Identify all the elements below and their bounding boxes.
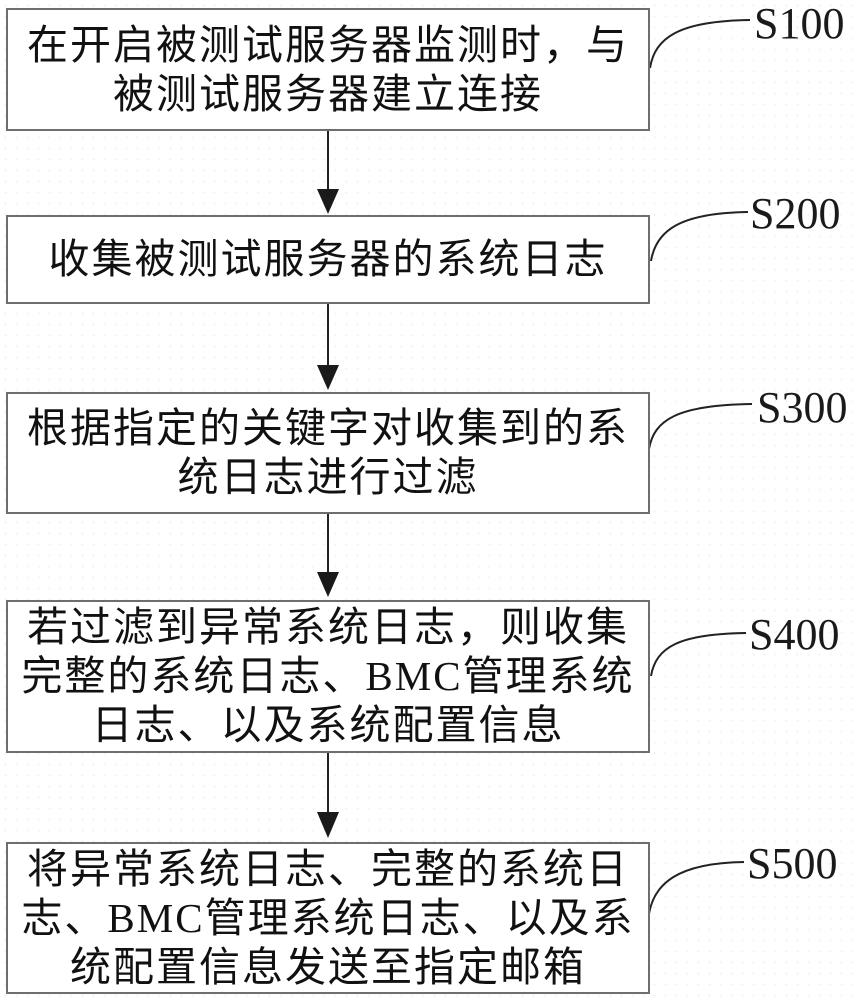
step-text-line: 被测试服务器建立连接 [113, 70, 543, 117]
step-box-s100: 在开启被测试服务器监测时，与 被测试服务器建立连接 [6, 8, 650, 131]
leader-curve [650, 211, 749, 262]
step-text-line: 若过滤到异常系统日志，则收集 [27, 604, 629, 650]
step-box-s500: 将异常系统日志、完整的系统日 志、BMC管理系统日志、以及系 统配置信息发送至指… [6, 842, 650, 994]
arrow-down-icon [317, 753, 339, 838]
step-box-s200: 收集被测试服务器的系统日志 [6, 215, 650, 304]
step-text-line: 统配置信息发送至指定邮箱 [70, 943, 586, 990]
step-text-line: 统日志进行过滤 [177, 454, 479, 500]
step-box-s300: 根据指定的关键字对收集到的系 统日志进行过滤 [6, 392, 650, 514]
step-label-s100: S100 [754, 0, 845, 48]
step-text-line: 完整的系统日志、BMC管理系统 [21, 653, 635, 699]
step-label-s200: S200 [750, 189, 841, 238]
step-box-s400: 若过滤到异常系统日志，则收集 完整的系统日志、BMC管理系统 日志、以及系统配置… [6, 600, 650, 753]
step-text-line: 将异常系统日志、完整的系统日 [27, 845, 629, 892]
arrow-down-icon [317, 131, 339, 214]
step-label-s300: S300 [757, 383, 848, 432]
step-text-line: 在开启被测试服务器监测时，与 [27, 21, 629, 68]
leader-curve [650, 632, 747, 677]
arrow-down-icon [317, 514, 339, 597]
step-text-line: 收集被测试服务器的系统日志 [48, 236, 608, 282]
step-text-line: 志、BMC管理系统日志、以及系 [21, 894, 635, 941]
step-text-line: 根据指定的关键字对收集到的系 [27, 405, 629, 451]
leader-curve [649, 19, 751, 69]
step-label-s500: S500 [747, 839, 838, 888]
step-text-line: 日志、以及系统配置信息 [91, 702, 565, 748]
leader-curve [648, 403, 753, 450]
step-label-s400: S400 [749, 610, 840, 659]
leader-curve [648, 861, 745, 915]
arrow-down-icon [317, 304, 339, 390]
